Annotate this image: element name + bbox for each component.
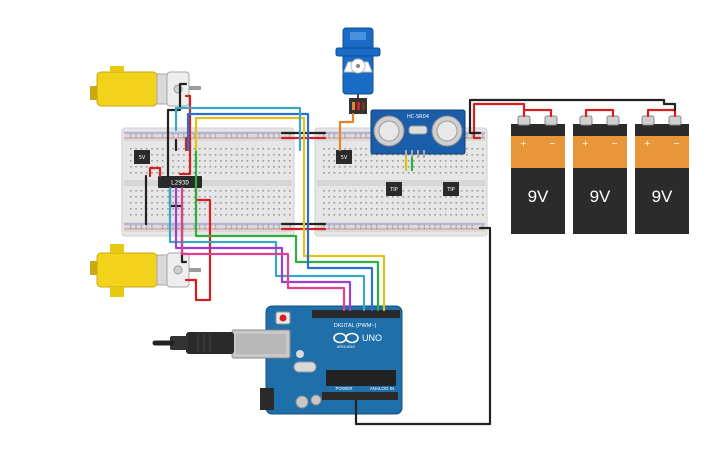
arduino-digital-label: DIGITAL (PWM~) (334, 323, 377, 329)
wire-ground-return (354, 226, 492, 426)
wire-signal-green (194, 168, 380, 312)
wire-signal-blue (186, 112, 374, 312)
l293d-driver-chip: L293D (158, 176, 202, 188)
transistor-2-label: TIP (446, 187, 455, 193)
wire-battery-negative (468, 98, 677, 135)
battery-2-label: 9V (590, 187, 611, 206)
wire-signal-yellow (194, 116, 386, 312)
battery-2-plus: + (582, 139, 589, 148)
battery-1: + − 9V (511, 115, 565, 234)
battery-3-label: 9V (652, 187, 673, 206)
battery-3-minus: − (673, 139, 680, 148)
transistor-2: TIP (443, 182, 459, 196)
servo-motor (335, 27, 381, 114)
driver-chip-label: L293D (171, 180, 189, 187)
wires (144, 82, 677, 426)
battery-1-plus: + (520, 139, 527, 148)
transistor-1-label: TIP (389, 187, 398, 193)
arduino-brand: ARDUINO (337, 344, 355, 349)
battery-3: + − 9V (635, 115, 689, 234)
battery-2: + − 9V (573, 115, 627, 234)
regulator-right-label: 5V (341, 155, 348, 161)
dc-motor-top (90, 66, 201, 107)
arduino-uno: DIGITAL (PWM~) UNO ARDUINO POWER ANALOG … (231, 305, 403, 415)
dc-motor-bottom (90, 244, 201, 297)
wire-battery-link-1 (522, 108, 553, 118)
arduino-power-label: POWER (335, 386, 353, 391)
wire-servo-orange (338, 112, 355, 152)
regulator-left-label: 5V (139, 155, 146, 161)
arduino-model: UNO (362, 333, 382, 343)
wire-battery-link-3 (646, 108, 677, 118)
wire-motor-top-black (166, 82, 188, 178)
wire-battery-positive (472, 102, 526, 140)
transistor-1: TIP (386, 182, 402, 196)
wire-battery-link-2 (584, 108, 615, 118)
wire-motor-top-red (178, 94, 192, 176)
voltage-regulator-left: 5V (134, 150, 150, 164)
sensor-label: HC-SR04 (407, 114, 429, 120)
wire-left-red-1 (148, 166, 162, 178)
usb-cable (152, 332, 234, 354)
wire-signal-pink (180, 186, 346, 312)
wire-signal-purple (174, 186, 352, 312)
battery-2-minus: − (611, 139, 618, 148)
wire-signal-cyan (168, 186, 366, 312)
battery-3-plus: + (644, 139, 651, 148)
battery-1-label: 9V (528, 187, 549, 206)
ultrasonic-sensor: HC-SR04 (370, 109, 466, 158)
wire-signal-cyan-top (174, 106, 302, 152)
breadboard-left (121, 127, 295, 237)
arduino-analog-label: ANALOG IN (370, 386, 395, 391)
battery-1-minus: − (549, 139, 556, 148)
voltage-regulator-right: 5V (336, 150, 352, 164)
arduino-logo (333, 332, 359, 344)
